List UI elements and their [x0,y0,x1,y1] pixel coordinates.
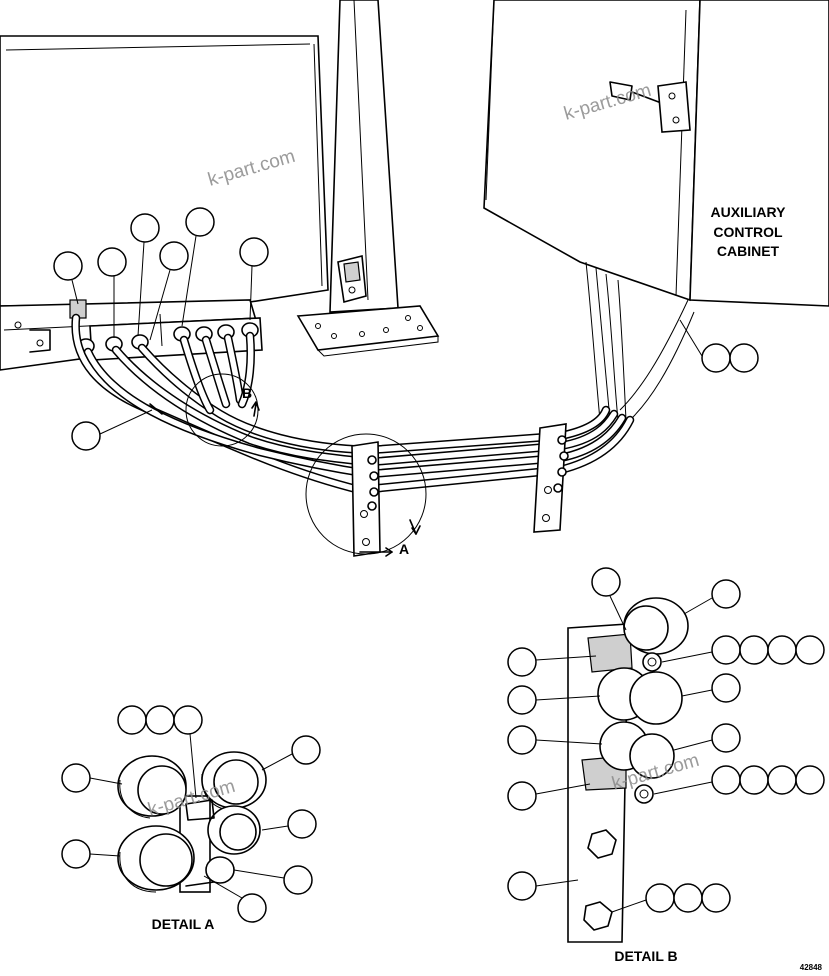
clamp-brackets [351,423,569,557]
cabinet-label-line1: AUXILIARY [711,204,787,220]
main-view-callouts [53,207,759,451]
detail-a-view [61,705,321,923]
detail-b-circle [185,373,260,447]
detail-b-view [507,567,825,943]
detail-a-label: DETAIL A [152,916,215,932]
detail-a-circle [305,433,427,557]
main-assembly-view [0,0,829,557]
hose-bundle [71,313,635,495]
cabinet-label-line2: CONTROL [713,224,783,240]
cabinet-label: AUXILIARY CONTROL CABINET [711,204,787,259]
detail-b-label: DETAIL B [614,948,677,964]
view-a-label: A [399,541,409,557]
cabinet-label-line3: CABINET [717,243,780,259]
figure-number: 42848 [800,963,823,972]
view-b-label: B [242,385,252,401]
hose-fittings [69,299,259,354]
